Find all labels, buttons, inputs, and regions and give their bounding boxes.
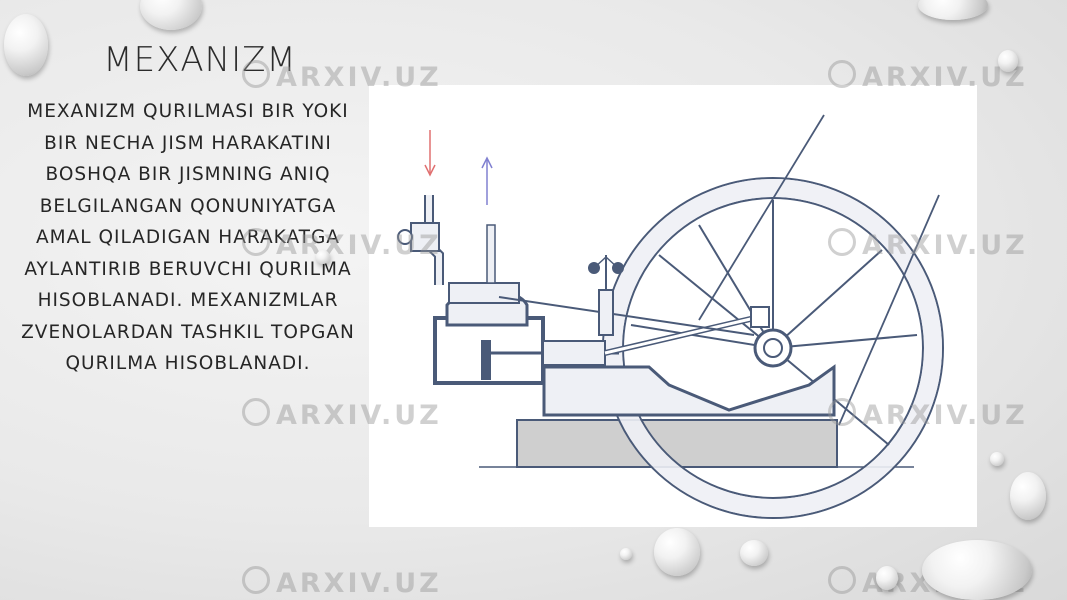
- watermark: ARXIV.UZ: [828, 60, 1028, 93]
- watermark: ARXIV.UZ: [242, 60, 442, 93]
- watermark: ARXIV.UZ: [828, 228, 1028, 261]
- water-drop-decoration: [876, 566, 898, 590]
- water-drop-decoration: [998, 50, 1018, 72]
- watermark: ARXIV.UZ: [242, 566, 442, 599]
- watermark: ARXIV.UZ: [242, 398, 442, 431]
- watermark-label: ARXIV.UZ: [276, 400, 442, 431]
- water-drop-decoration: [918, 0, 988, 20]
- watermark-label: ARXIV.UZ: [862, 62, 1028, 93]
- water-drop-decoration: [654, 528, 700, 576]
- watermark-label: ARXIV.UZ: [276, 568, 442, 599]
- magnifier-icon: [242, 228, 270, 256]
- watermark-label: ARXIV.UZ: [276, 230, 442, 261]
- magnifier-icon: [242, 60, 270, 88]
- water-drop-decoration: [740, 540, 768, 566]
- magnifier-icon: [828, 566, 856, 594]
- watermark: ARXIV.UZ: [242, 228, 442, 261]
- water-drop-decoration: [316, 250, 330, 264]
- watermark-label: ARXIV.UZ: [276, 62, 442, 93]
- watermark-label: ARXIV.UZ: [862, 400, 1028, 431]
- steam-outflow-arrow-icon: [481, 156, 493, 205]
- watermark-label: ARXIV.UZ: [862, 230, 1028, 261]
- magnifier-icon: [242, 398, 270, 426]
- magnifier-icon: [828, 398, 856, 426]
- watermark: ARXIV.UZ: [828, 398, 1028, 431]
- water-drop-decoration: [922, 540, 1032, 600]
- water-drop-decoration: [990, 452, 1004, 466]
- steam-engine-figure: [369, 85, 977, 527]
- water-drop-decoration: [140, 0, 202, 30]
- water-drop-decoration: [1010, 472, 1046, 520]
- steam-inflow-arrow-icon: [424, 130, 436, 177]
- steam-engine-diagram: [397, 114, 944, 519]
- magnifier-icon: [828, 228, 856, 256]
- magnifier-icon: [242, 566, 270, 594]
- water-drop-decoration: [4, 14, 48, 76]
- water-drop-decoration: [620, 548, 632, 560]
- magnifier-icon: [828, 60, 856, 88]
